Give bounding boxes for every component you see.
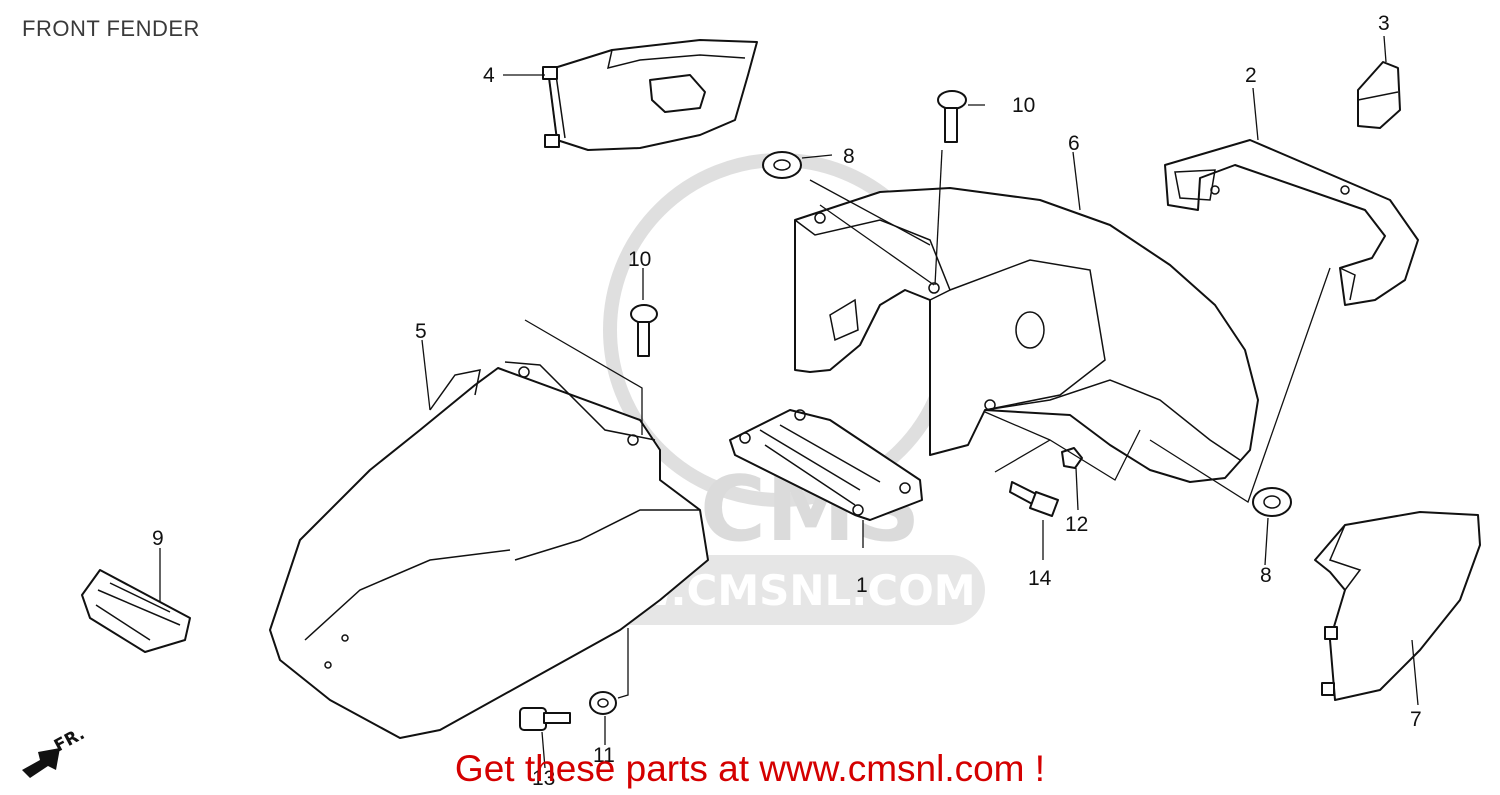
part-2-brace bbox=[1164, 139, 1419, 306]
leader-lines bbox=[159, 35, 1419, 769]
callout-11: 11 bbox=[593, 744, 615, 767]
callout-3: 3 bbox=[1378, 12, 1390, 35]
callout-13: 13 bbox=[532, 767, 555, 790]
callout-10-left: 10 bbox=[628, 248, 651, 271]
callout-5: 5 bbox=[415, 320, 427, 343]
part-7-side-cover bbox=[1314, 511, 1481, 701]
callout-1: 1 bbox=[856, 574, 868, 597]
part-9-reflector bbox=[81, 569, 191, 653]
callout-7: 7 bbox=[1410, 708, 1422, 731]
part-3-detail bbox=[1357, 91, 1399, 101]
callout-8-upper: 8 bbox=[843, 145, 855, 168]
part-1-bracket bbox=[729, 409, 923, 521]
hardware bbox=[519, 90, 1292, 731]
part-4-inner-cover bbox=[542, 39, 758, 151]
part-3-clip bbox=[1357, 61, 1401, 129]
page-title: FRONT FENDER bbox=[22, 16, 200, 41]
callout-12: 12 bbox=[1065, 513, 1088, 536]
part-6-front-fender bbox=[794, 187, 1259, 483]
callout-9: 9 bbox=[152, 527, 164, 550]
part-5-lower-fender bbox=[269, 361, 709, 739]
promo-banner[interactable]: Get these parts at www.cmsnl.com ! bbox=[454, 748, 1046, 789]
callout-4: 4 bbox=[483, 64, 495, 87]
callout-6: 6 bbox=[1068, 132, 1080, 155]
callout-8-lower: 8 bbox=[1260, 564, 1272, 587]
callout-10-upper: 10 bbox=[1012, 94, 1035, 117]
callout-14: 14 bbox=[1028, 567, 1052, 590]
callout-labels: 4 3 2 6 10 8 10 5 9 1 14 12 8 7 11 13 bbox=[152, 12, 1422, 790]
callout-2: 2 bbox=[1245, 64, 1257, 87]
